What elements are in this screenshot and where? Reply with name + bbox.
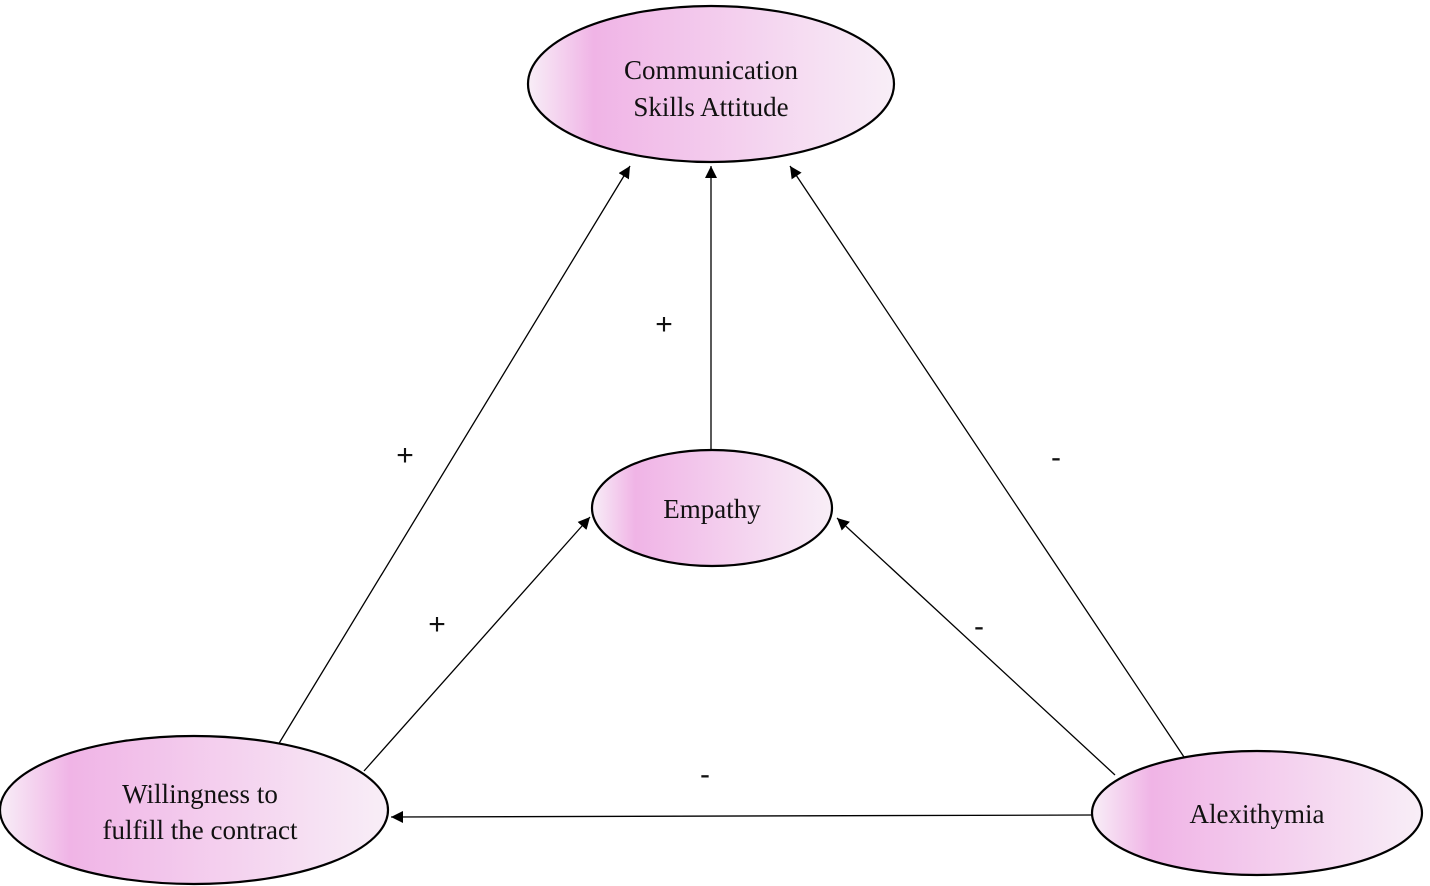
node-willingness-to-fulfill-the-contract: Willingness to fulfill the contract: [0, 734, 390, 886]
node-willingness-ellipse: [0, 734, 390, 886]
edge-willingness-to-empathy: [363, 516, 591, 772]
edges-layer: [277, 165, 1187, 823]
node-communication-ellipse: [526, 4, 896, 164]
edge-alexithymia-to-communication: [789, 165, 1187, 761]
sign-empathy-to-communication: +: [655, 308, 673, 341]
node-willingness-label-line-1: Willingness to: [122, 779, 278, 809]
edge-alexithymia-to-empathy: [836, 517, 1116, 776]
sign-labels-layer: + + - + - -: [396, 308, 1061, 791]
sign-alexithymia-to-communication: -: [1051, 441, 1061, 474]
sign-willingness-to-communication: +: [396, 439, 414, 472]
node-communication-label-line-1: Communication: [624, 55, 798, 85]
sign-alexithymia-to-empathy: -: [974, 610, 984, 643]
node-alexithymia: Alexithymia: [1090, 749, 1424, 877]
node-alexithymia-ellipse: [1090, 749, 1424, 877]
edge-willingness-to-communication: [277, 165, 631, 746]
node-communication-label-line-2: Skills Attitude: [633, 92, 788, 122]
node-communication-skills-attitude: Communication Skills Attitude: [526, 4, 896, 164]
node-empathy: Empathy: [590, 448, 834, 568]
node-empathy-label: Empathy: [663, 494, 761, 524]
sign-willingness-to-empathy: +: [428, 608, 446, 641]
node-willingness-label-line-2: fulfill the contract: [103, 815, 298, 845]
edge-alexithymia-to-willingness: [390, 810, 1093, 823]
sign-alexithymia-to-willingness: -: [700, 758, 710, 791]
node-empathy-ellipse: [590, 448, 834, 568]
node-alexithymia-label: Alexithymia: [1190, 799, 1325, 829]
